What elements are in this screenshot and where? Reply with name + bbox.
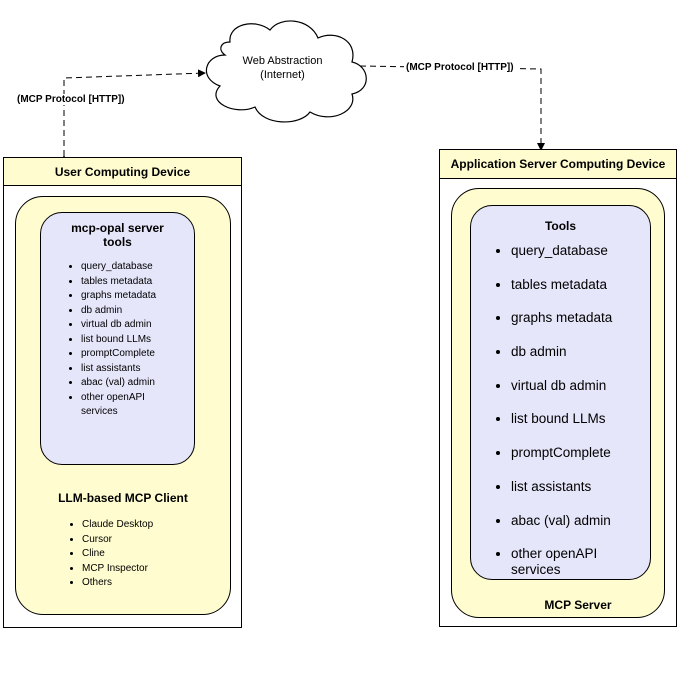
app-tools-heading: Tools <box>544 219 577 233</box>
cloud-label-line1: Web Abstraction <box>242 55 323 67</box>
server-tools-heading-line1: mcp-opal server <box>71 221 164 235</box>
right-protocol-label: (MCP Protocol [HTTP]) <box>404 62 516 73</box>
list-item: promptComplete <box>511 445 650 461</box>
list-item: tables metadata <box>511 277 650 293</box>
user-device-title: User Computing Device <box>3 157 242 186</box>
list-item: graphs metadata <box>511 310 650 326</box>
client-heading: LLM-based MCP Client <box>58 491 188 505</box>
client-list: Claude Desktop Cursor Cline MCP Inspecto… <box>62 518 153 591</box>
app-server-title: Application Server Computing Device <box>439 149 677 179</box>
list-item: other openAPI services <box>81 391 161 420</box>
list-item: Cursor <box>82 533 153 548</box>
server-tools-heading: mcp-opal server tools <box>41 221 194 249</box>
app-tools-list: query_database tables metadata graphs me… <box>471 243 650 578</box>
list-item: db admin <box>511 344 650 360</box>
cloud-label: Web Abstraction (Internet) <box>225 54 340 82</box>
list-item: list assistants <box>81 362 194 377</box>
list-item: abac (val) admin <box>81 376 194 391</box>
list-item: MCP Inspector <box>82 562 153 577</box>
left-protocol-label: (MCP Protocol [HTTP]) <box>17 94 125 105</box>
list-item: virtual db admin <box>81 318 194 333</box>
list-item: virtual db admin <box>511 378 650 394</box>
list-item: other openAPI services <box>511 546 611 578</box>
list-item: query_database <box>81 260 194 275</box>
right-connector <box>352 61 545 151</box>
list-item: promptComplete <box>81 347 194 362</box>
left-connector <box>60 69 206 163</box>
list-item: Claude Desktop <box>82 518 153 533</box>
app-tools-box: Tools query_database tables metadata gra… <box>470 205 651 580</box>
list-item: Cline <box>82 547 153 562</box>
server-tools-heading-line2: tools <box>103 235 132 249</box>
server-tools-list: query_database tables metadata graphs me… <box>41 260 194 420</box>
list-item: abac (val) admin <box>511 513 650 529</box>
list-item: db admin <box>81 304 194 319</box>
mcp-server-footer: MCP Server <box>544 598 612 612</box>
list-item: list assistants <box>511 479 650 495</box>
cloud-shape <box>205 20 367 123</box>
list-item: query_database <box>511 243 650 259</box>
list-item: list bound LLMs <box>511 411 650 427</box>
server-tools-box: mcp-opal server tools query_database tab… <box>40 212 195 465</box>
cloud-label-line2: (Internet) <box>260 69 305 81</box>
list-item: list bound LLMs <box>81 333 194 348</box>
list-item: graphs metadata <box>81 289 194 304</box>
list-item: Others <box>82 576 153 591</box>
list-item: tables metadata <box>81 275 194 290</box>
